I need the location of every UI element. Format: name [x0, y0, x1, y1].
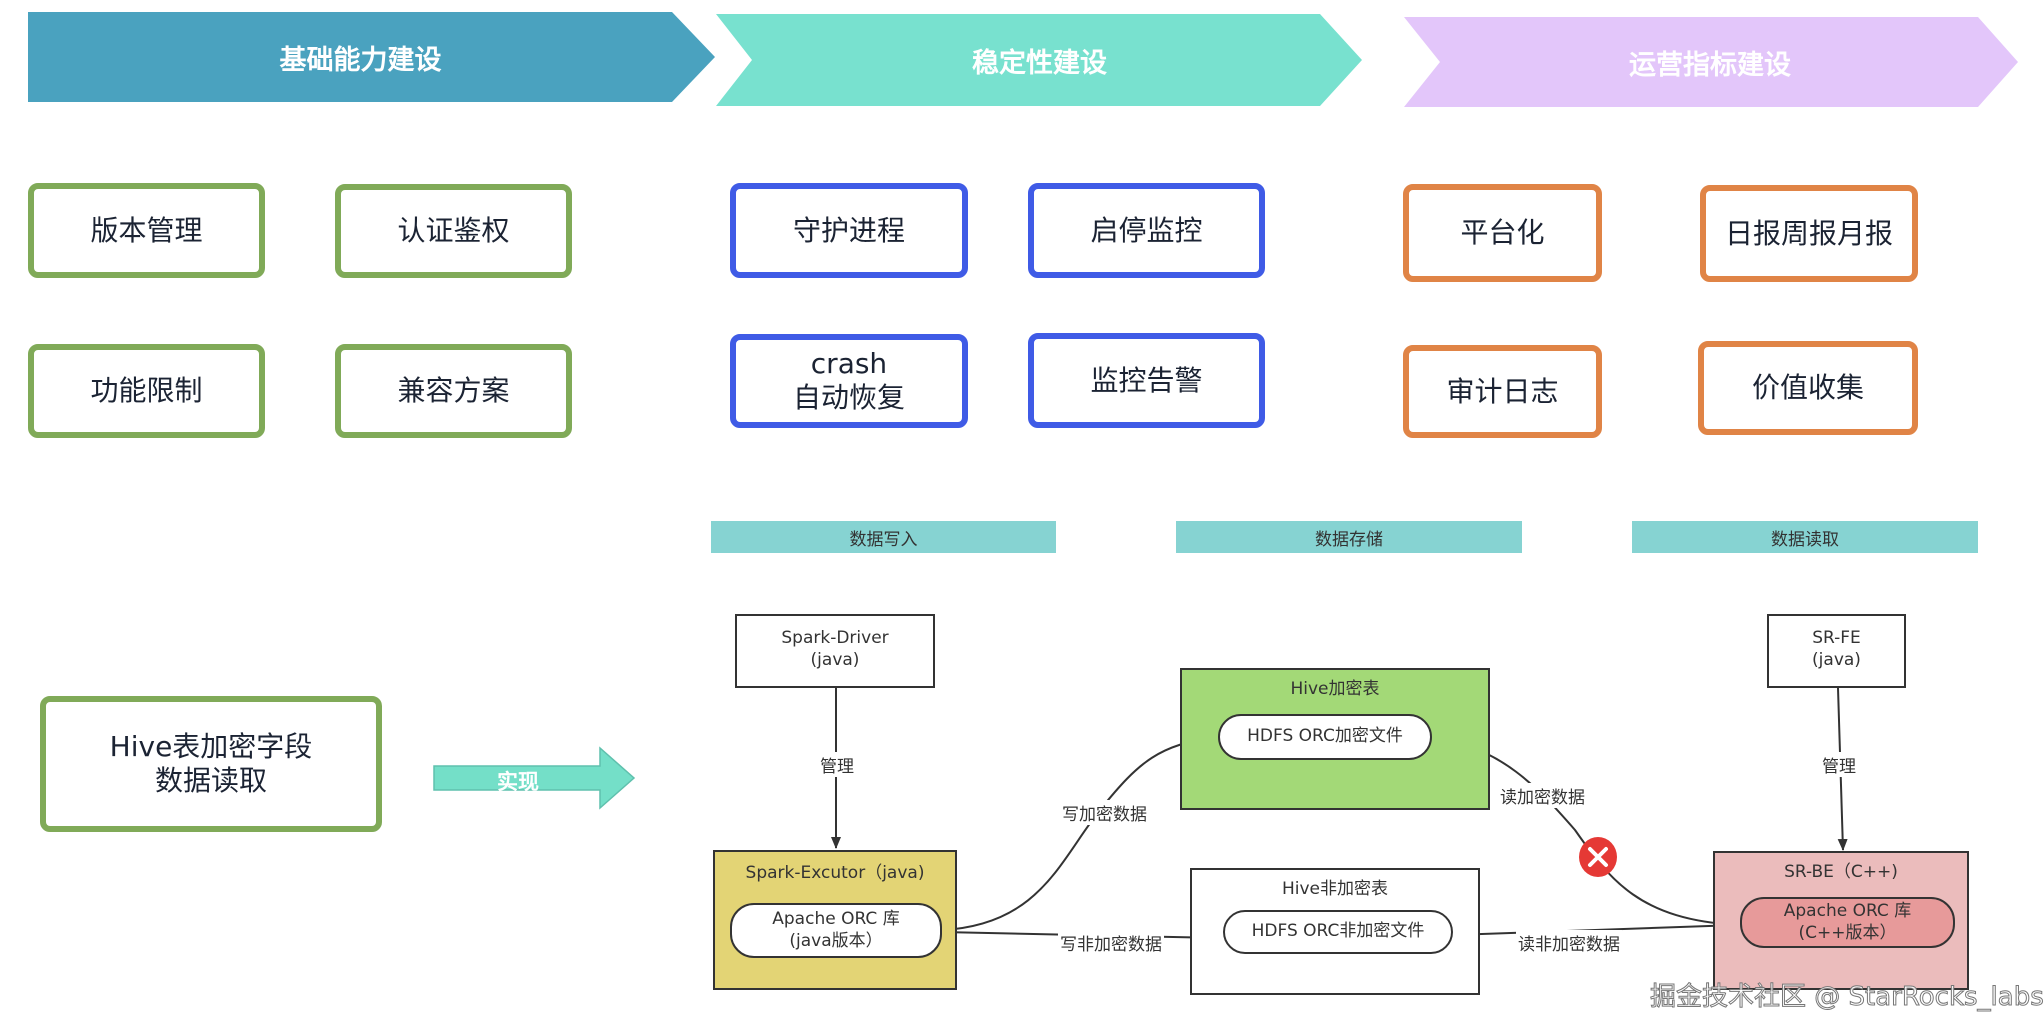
- edge-label-driver-manage: 管理: [818, 752, 856, 777]
- banner-chevrons: [28, 12, 2018, 107]
- orc-cpp-line1: Apache ORC 库: [1783, 901, 1912, 922]
- card-reports[interactable]: 日报周报月报: [1700, 185, 1918, 282]
- hive-plain-title: Hive非加密表: [1281, 879, 1389, 899]
- card-monitor-alert[interactable]: 监控告警: [1028, 333, 1265, 428]
- banner-basic-shape: [28, 12, 715, 102]
- hdfs-orc-encrypted-file[interactable]: HDFS ORC加密文件: [1218, 714, 1432, 760]
- orc-java-library[interactable]: Apache ORC 库 (java版本）: [730, 903, 942, 958]
- hdfs-orc-plain-file[interactable]: HDFS ORC非加密文件: [1223, 910, 1453, 954]
- sr-fe-line1: SR-FE: [1812, 628, 1861, 648]
- orc-java-line1: Apache ORC 库: [772, 909, 900, 930]
- card-auth[interactable]: 认证鉴权: [335, 184, 572, 278]
- edge-label-read-encrypted: 读加密数据: [1498, 783, 1587, 808]
- card-start-stop-monitor[interactable]: 启停监控: [1028, 183, 1265, 278]
- card-value-collection[interactable]: 价值收集: [1698, 341, 1918, 435]
- edge-write-encrypted: [941, 733, 1217, 931]
- banner-stability-shape: [716, 14, 1362, 106]
- card-daemon[interactable]: 守护进程: [730, 183, 968, 278]
- hive-encrypted-title: Hive加密表: [1290, 679, 1380, 699]
- banner-operations-label: 运营指标建设: [1629, 49, 1791, 81]
- edge-label-fe-manage: 管理: [1820, 752, 1858, 777]
- node-spark-driver[interactable]: Spark-Driver (java): [735, 614, 935, 688]
- implement-arrow-label: 实现: [497, 770, 539, 794]
- spark-executor-title: Spark-Excutor（java): [745, 863, 925, 883]
- banner-operations-shape: [1404, 17, 2018, 107]
- card-feature-limit[interactable]: 功能限制: [28, 344, 265, 438]
- card-compatibility[interactable]: 兼容方案: [335, 344, 572, 438]
- edge-label-write-encrypted: 写加密数据: [1060, 800, 1149, 825]
- edge-label-write-plain: 写非加密数据: [1058, 930, 1164, 955]
- orc-java-line2: (java版本）: [789, 930, 883, 951]
- sr-fe-line2: (java): [1812, 650, 1861, 670]
- node-sr-fe[interactable]: SR-FE (java): [1767, 614, 1906, 688]
- banner-basic-label: 基础能力建设: [279, 44, 442, 76]
- banner-stability-label: 稳定性建设: [972, 47, 1107, 79]
- error-x-icon: [1579, 837, 1617, 877]
- section-data-write: 数据写入: [711, 521, 1056, 553]
- edge-label-read-plain: 读非加密数据: [1516, 930, 1622, 955]
- spark-driver-line2: (java): [810, 650, 860, 670]
- watermark: 掘金技术社区 @ StarRocks_labs: [1650, 982, 2044, 1013]
- goal-line1: Hive表加密字段: [109, 730, 313, 764]
- implement-arrow: [433, 746, 636, 810]
- orc-cpp-library[interactable]: Apache ORC 库 (C++版本）: [1740, 897, 1955, 948]
- card-platform[interactable]: 平台化: [1403, 184, 1602, 282]
- card-crash-recovery[interactable]: crash 自动恢复: [730, 334, 968, 428]
- sr-be-title: SR-BE（C++): [1784, 862, 1898, 882]
- card-hive-encrypted-field-read[interactable]: Hive表加密字段 数据读取: [40, 696, 382, 832]
- section-data-storage: 数据存储: [1176, 521, 1522, 553]
- goal-line2: 数据读取: [154, 764, 267, 797]
- card-version-management[interactable]: 版本管理: [28, 183, 265, 278]
- card-audit-log[interactable]: 审计日志: [1403, 345, 1602, 438]
- orc-cpp-line2: (C++版本）: [1798, 922, 1897, 943]
- section-data-read: 数据读取: [1632, 521, 1978, 553]
- spark-driver-line1: Spark-Driver: [781, 628, 889, 648]
